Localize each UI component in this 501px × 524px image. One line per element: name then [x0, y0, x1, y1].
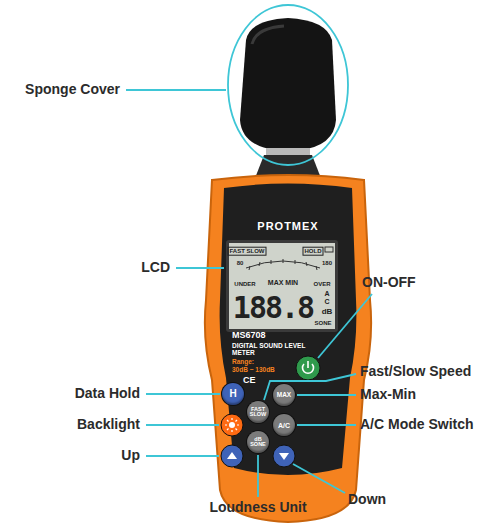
- model-number: MS6708: [232, 331, 266, 341]
- leader-line: [146, 455, 219, 457]
- fast-slow-button: FAST SLOW: [247, 401, 269, 423]
- lcd-frame: [226, 240, 338, 332]
- battery-icon: [325, 247, 333, 252]
- leader-line: [126, 89, 226, 91]
- scale-number: 180: [322, 260, 332, 267]
- leader-line: [146, 393, 220, 395]
- lcd-screen: [229, 243, 335, 329]
- max-min-button: MAX: [273, 384, 295, 406]
- part-label: A/C Mode Switch: [360, 417, 474, 432]
- up-button: [221, 445, 243, 467]
- part-label: Fast/Slow Speed: [360, 364, 471, 379]
- lcd-indicator: OVER: [313, 281, 330, 288]
- sponge-highlight: [252, 26, 284, 44]
- leader-line: [293, 464, 345, 493]
- product-name: DIGITAL SOUND LEVEL METER: [232, 342, 306, 356]
- button-text: H: [229, 389, 236, 399]
- button-text: MAX: [277, 392, 291, 399]
- ce-mark: CE: [243, 376, 256, 386]
- brand-name: PROTMEX: [257, 220, 318, 232]
- lcd-reading: 188.8: [233, 291, 313, 324]
- leader-line: [297, 394, 356, 396]
- scale-number: 80: [237, 260, 244, 267]
- lcd-indicator: UNDER: [234, 281, 255, 288]
- highlight-ellipse: [228, 5, 348, 165]
- lcd-indicator: MAX MIN: [268, 279, 298, 287]
- lcd-indicator: FAST SLOW: [228, 247, 267, 256]
- button-text: FAST SLOW: [249, 407, 267, 418]
- button-text: dB SONE: [249, 437, 267, 448]
- down-button: [273, 445, 295, 467]
- range-value: 30dB ~ 130dB: [232, 366, 275, 373]
- leader-line: [297, 424, 356, 426]
- sponge-cover: [240, 18, 336, 150]
- power-symbol: [307, 361, 309, 368]
- backlight-button: [221, 414, 243, 436]
- leader-line: [318, 294, 372, 358]
- on-off-button: [296, 356, 320, 380]
- part-label: ON-OFF: [362, 275, 416, 290]
- up-arrow: [227, 452, 237, 459]
- weighting-mark: A: [324, 290, 329, 298]
- part-label: Data Hold: [75, 386, 140, 401]
- leader-line: [176, 267, 224, 269]
- down-arrow: [279, 453, 289, 460]
- part-label: Down: [348, 492, 386, 507]
- leader-line: [146, 424, 219, 426]
- housing: [205, 175, 371, 522]
- mode-button: A/C: [273, 414, 295, 436]
- mic-ring: [266, 148, 310, 155]
- range-label: Range:: [232, 358, 254, 365]
- lcd-indicator: HOLD: [303, 247, 324, 256]
- scale-ticks: [249, 259, 317, 270]
- hold-button: H: [222, 383, 244, 405]
- unit-mark: dB: [322, 308, 333, 317]
- leader-line: [257, 455, 259, 497]
- part-label: Up: [121, 448, 140, 463]
- sun-symbol: [229, 422, 235, 428]
- front-panel: [220, 184, 357, 476]
- part-label: LCD: [141, 260, 170, 275]
- part-label: Sponge Cover: [25, 82, 120, 97]
- leader-lines: [126, 5, 372, 497]
- part-label: Max-Min: [360, 387, 416, 402]
- button-text: A/C: [278, 422, 290, 429]
- part-label: Loudness Unit: [209, 500, 306, 515]
- weighting-mark: C: [324, 298, 329, 306]
- part-label: Backlight: [77, 417, 140, 432]
- sun-symbol: [225, 418, 239, 432]
- unit-button: dB SONE: [247, 431, 269, 453]
- unit-mark: SONE: [314, 320, 331, 327]
